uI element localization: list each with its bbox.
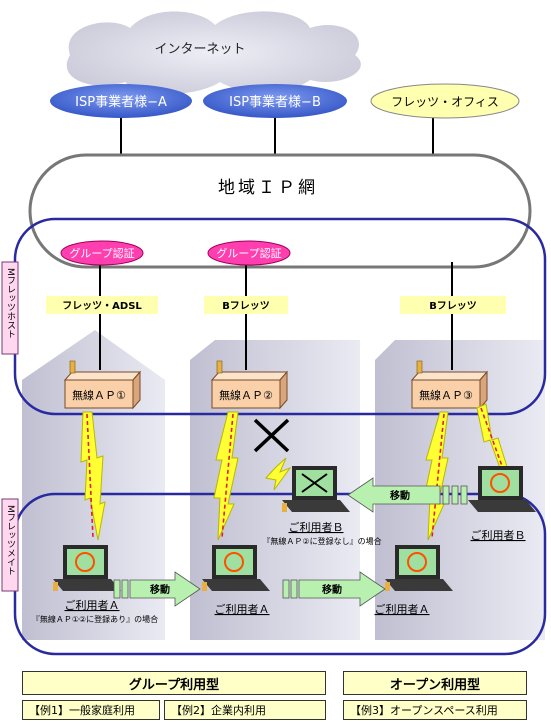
internet-cloud: インターネット	[66, 11, 361, 94]
host-side-label-text: Mフレッツホスト	[5, 268, 16, 339]
mate-side-label-text: Mフレッツメイト	[5, 505, 16, 576]
access-point-3: 無線ＡＰ③	[410, 360, 489, 410]
lightning-icon-4	[423, 411, 449, 541]
isp-connectors	[120, 116, 434, 155]
move-label-3: 移動	[322, 583, 342, 596]
isp-a: ISP事業者様−A	[50, 84, 192, 118]
move-arrow-left: 移動	[347, 477, 468, 513]
isp-b: ISP事業者様−B	[203, 84, 347, 118]
note-not-registered: 『無線ＡＰ②に登録なし』の場合	[262, 536, 381, 546]
line-label-1-text: フレッツ・ADSL	[62, 300, 142, 312]
lightning-red-dashes	[86, 407, 503, 539]
laptop-user-a-2	[202, 545, 270, 591]
example-3: 【例3】オープンスペース利用	[343, 700, 527, 720]
user-label-a-1: ご利用者Ａ	[65, 598, 120, 612]
user-label-b-blocked: ご利用者Ｂ	[289, 520, 344, 534]
group-auth-2: グループ認証	[207, 240, 291, 266]
lightning-icon-1	[80, 411, 106, 541]
lightning-bolts	[80, 403, 509, 541]
host-side-label: Mフレッツホスト	[1, 261, 19, 355]
line-label-2-text: Bフレッツ	[222, 300, 270, 312]
move-arrow-right-2: 移動	[282, 571, 386, 607]
access-point-1: 無線ＡＰ①	[63, 360, 142, 410]
line-label-1: フレッツ・ADSL	[46, 296, 158, 314]
access-point-1-label: 無線ＡＰ①	[72, 388, 126, 402]
internet-label: インターネット	[154, 42, 245, 57]
flets-office-label: フレッツ・オフィス	[391, 95, 499, 109]
blocked-x-icon	[253, 418, 290, 453]
isp-b-label: ISP事業者様−B	[229, 94, 321, 110]
line-label-3-text: Bフレッツ	[429, 300, 477, 312]
group-auth-2-label: グループ認証	[216, 246, 281, 260]
group-usage-title: グループ利用型	[22, 671, 326, 695]
user-label-b-right: ご利用者Ｂ	[471, 528, 526, 542]
note-registered: 『無線ＡＰ①②に登録あり』の場合	[32, 614, 158, 624]
move-arrow-right-1: 移動	[113, 571, 201, 607]
group-auth-1-label: グループ認証	[69, 246, 134, 260]
laptop-user-b-blocked	[282, 466, 350, 512]
access-point-3-label: 無線ＡＰ③	[419, 388, 473, 402]
isp-a-label: ISP事業者様−A	[75, 94, 167, 110]
example-1: 【例1】一般家庭利用	[22, 700, 160, 720]
line-label-3: Bフレッツ	[400, 296, 506, 314]
laptop-user-b-right	[468, 466, 536, 512]
laptop-user-a-3	[385, 545, 453, 591]
open-usage-title: オープン利用型	[343, 671, 527, 695]
access-point-2-label: 無線ＡＰ②	[219, 388, 273, 402]
group-auth-1: グループ認証	[60, 240, 144, 266]
user-label-a-3: ご利用者Ａ	[375, 602, 430, 616]
move-label-1: 移動	[390, 489, 410, 502]
laptop-user-a-1	[53, 545, 121, 591]
mate-side-label: Mフレッツメイト	[1, 498, 19, 592]
regional-ip-network-label: 地域ＩＰ網	[218, 178, 318, 198]
lightning-icon-3	[265, 457, 292, 491]
flets-office: フレッツ・オフィス	[370, 83, 520, 119]
access-point-2: 無線ＡＰ②	[210, 360, 289, 410]
user-label-a-2: ご利用者Ａ	[215, 602, 270, 616]
regional-ip-network: 地域ＩＰ網	[28, 153, 532, 269]
move-label-2: 移動	[150, 583, 170, 596]
lightning-icon-2	[213, 411, 239, 541]
line-label-2: Bフレッツ	[204, 296, 288, 314]
example-2: 【例2】企業内利用	[164, 700, 326, 720]
